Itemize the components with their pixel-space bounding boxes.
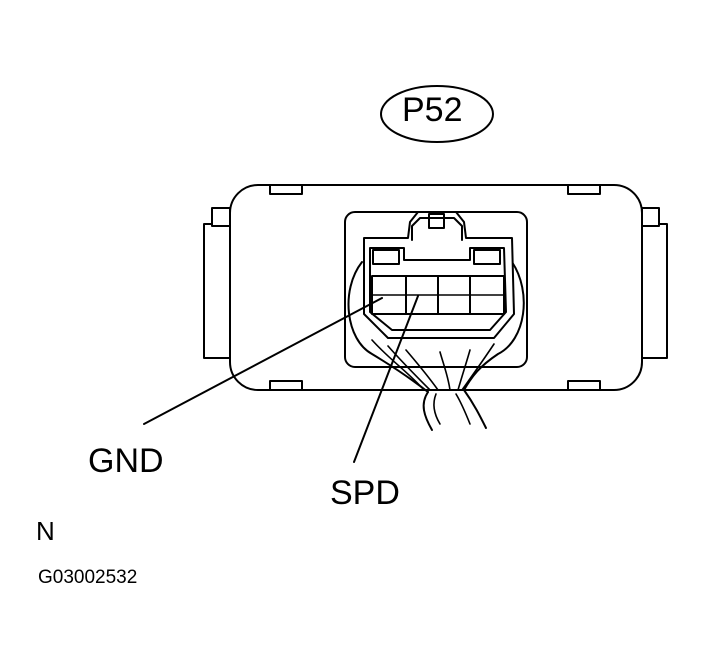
left-side-latch-tab bbox=[211, 207, 231, 227]
spd-terminal-label: SPD bbox=[330, 474, 400, 512]
housing-tab-bottom-left bbox=[269, 380, 303, 391]
right-side-latch bbox=[641, 223, 668, 359]
plug-corner-right bbox=[473, 249, 501, 265]
connector-id-label: P52 bbox=[402, 91, 463, 129]
wire-bundle bbox=[347, 261, 525, 431]
housing-tab-bottom-right bbox=[567, 380, 601, 391]
housing-tab-top-left bbox=[269, 184, 303, 195]
housing-tab-top-right bbox=[567, 184, 601, 195]
spd-leader-line bbox=[353, 295, 419, 463]
right-side-latch-tab bbox=[641, 207, 660, 227]
gnd-terminal-label: GND bbox=[88, 442, 164, 480]
plug-latch-window bbox=[428, 213, 445, 229]
connector-id-ellipse bbox=[380, 85, 494, 143]
gnd-leader-line bbox=[143, 297, 383, 425]
figure-code: G03002532 bbox=[38, 567, 138, 588]
terminal-cavities bbox=[371, 275, 505, 315]
plug-corner-left bbox=[372, 249, 400, 265]
plug-inner bbox=[369, 247, 507, 331]
plug-latch bbox=[411, 217, 463, 241]
left-side-latch bbox=[203, 223, 231, 359]
view-label: N bbox=[36, 516, 55, 546]
